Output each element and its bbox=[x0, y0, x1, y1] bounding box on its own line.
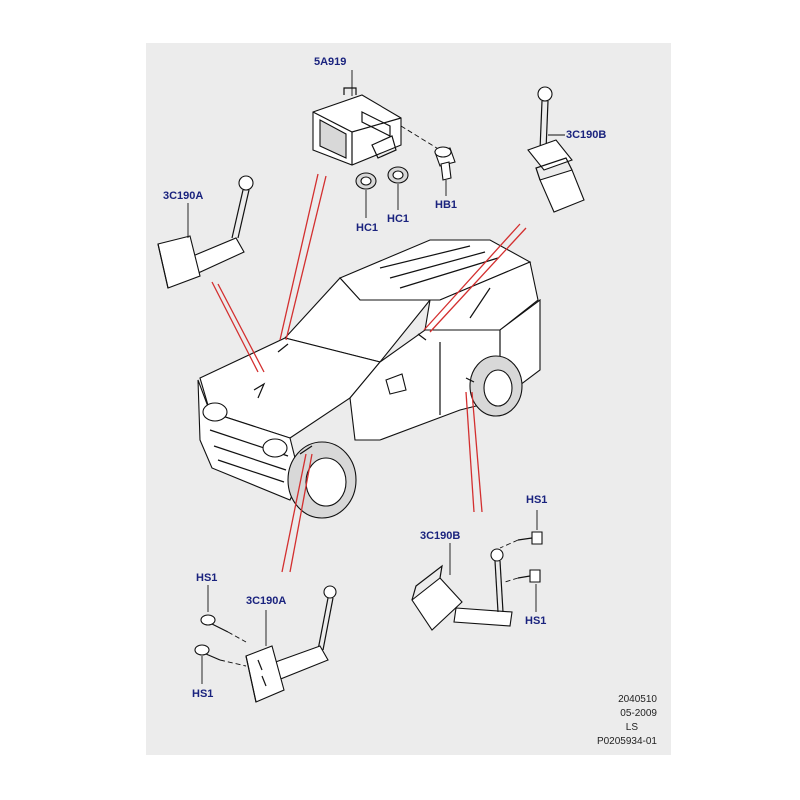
height-sensor-3c190b-bottom bbox=[411, 543, 513, 631]
callout-hs1-rear-top: HS1 bbox=[526, 494, 548, 506]
height-sensor-control-module bbox=[312, 70, 402, 166]
screw-hs1-rear-bottom bbox=[504, 569, 541, 612]
callout-hb1: HB1 bbox=[435, 199, 458, 211]
callout-3c190a-bottom: 3C190A bbox=[246, 595, 287, 607]
footer-code: 2040510 bbox=[618, 694, 657, 705]
leader-lines bbox=[211, 173, 527, 573]
bushing-hc1-right bbox=[387, 166, 409, 210]
footer-ref: P0205934-01 bbox=[596, 736, 657, 747]
bolt-hb1 bbox=[434, 146, 456, 196]
screw-hs1-front-top bbox=[200, 585, 247, 643]
height-sensor-3c190a-top bbox=[157, 175, 254, 289]
screw-hs1-front-bottom bbox=[194, 644, 247, 684]
callout-3c190b-bottom: 3C190B bbox=[420, 530, 461, 542]
callout-3c190a-top: 3C190A bbox=[163, 190, 204, 202]
callout-hs1-front-top: HS1 bbox=[196, 572, 218, 584]
footer-model: LS bbox=[625, 722, 638, 733]
callout-hs1-rear-bottom: HS1 bbox=[525, 615, 547, 627]
callout-hc1-left: HC1 bbox=[356, 222, 379, 234]
height-sensor-3c190a-bottom bbox=[245, 585, 337, 703]
vehicle-body bbox=[197, 239, 541, 519]
footer-date: 05-2009 bbox=[620, 708, 657, 719]
callout-5a919: 5A919 bbox=[314, 56, 347, 68]
screw-hs1-rear-top bbox=[499, 510, 543, 549]
callout-3c190b-top: 3C190B bbox=[566, 129, 607, 141]
height-sensor-3c190b-top bbox=[527, 86, 585, 213]
bushing-hc1-left bbox=[355, 172, 377, 218]
callout-hs1-front-bottom: HS1 bbox=[192, 688, 214, 700]
callout-hc1-right: HC1 bbox=[387, 213, 410, 225]
